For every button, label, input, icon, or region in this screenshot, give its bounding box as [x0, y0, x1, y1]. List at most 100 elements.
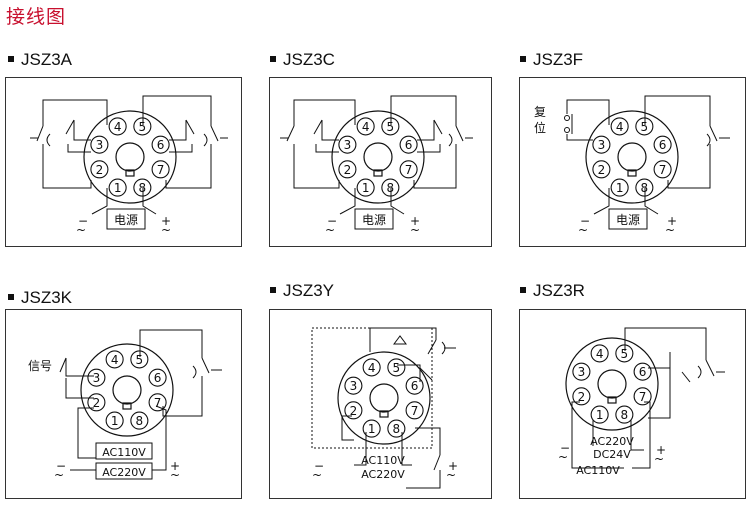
pin-circle	[633, 362, 652, 381]
pin-number: 3	[93, 371, 101, 385]
pin-circle	[344, 401, 363, 420]
pin-number: 1	[616, 181, 624, 195]
pin-circle	[592, 160, 611, 179]
plus-symbol: +	[410, 214, 420, 228]
pin-number: 7	[157, 163, 165, 177]
pin-number: 4	[111, 353, 119, 367]
ac-symbol: ~	[578, 223, 588, 237]
socket	[83, 110, 177, 204]
pin-circle	[399, 160, 418, 179]
pin-circle	[381, 117, 400, 136]
voltage-label: AC110V	[576, 464, 620, 477]
pin-number: 2	[96, 163, 104, 177]
panel-title-jsz3f: JSZ3F	[520, 50, 583, 70]
pin-number: 4	[114, 120, 122, 134]
plus-symbol: +	[161, 214, 171, 228]
pin-number: 5	[641, 120, 649, 134]
pin-circle	[572, 387, 591, 406]
pin-circle	[387, 419, 406, 438]
pin-number: 8	[393, 422, 401, 436]
panel-title-jsz3k: JSZ3K	[8, 288, 72, 308]
pin-circle	[130, 411, 149, 430]
ac-symbol: ~	[161, 223, 171, 237]
ac-symbol: ~	[54, 468, 64, 482]
pin-circle	[90, 135, 109, 154]
plus-symbol: +	[170, 459, 180, 473]
supply-label: 电源	[362, 213, 386, 227]
pin-number: 2	[598, 163, 606, 177]
page-title: 接线图	[6, 6, 67, 28]
pin-number: 5	[387, 120, 395, 134]
pin-circle	[148, 368, 167, 387]
bullet-square-icon	[8, 56, 14, 62]
pin-circle	[90, 160, 109, 179]
bullet-square-icon	[8, 294, 14, 300]
pin-circle	[572, 362, 591, 381]
pin-number: 6	[154, 371, 162, 385]
ac-symbol: ~	[325, 223, 335, 237]
pin-number: 4	[362, 120, 370, 134]
pin-number: 3	[96, 138, 104, 152]
panel-name: JSZ3Y	[283, 281, 335, 300]
pin-circle	[592, 135, 611, 154]
minus-symbol: −	[56, 459, 66, 473]
panel-title-jsz3a: JSZ3A	[8, 50, 72, 70]
pin-number: 1	[114, 181, 122, 195]
pin-number: 2	[93, 396, 101, 410]
signal-label: 信号	[28, 359, 52, 373]
pin-number: 3	[598, 138, 606, 152]
pin-number: 8	[139, 181, 147, 195]
pin-number: 1	[362, 181, 370, 195]
voltage-label: AC220V	[102, 466, 146, 479]
voltage-label: AC110V	[102, 446, 146, 459]
pin-number: 2	[350, 404, 358, 418]
pin-circle	[362, 358, 381, 377]
pin-number: 7	[639, 390, 647, 404]
pin-circle	[405, 401, 424, 420]
panel-name: JSZ3F	[533, 50, 584, 69]
plus-symbol: +	[448, 459, 458, 473]
pin-circle	[105, 350, 124, 369]
pin-number: 2	[578, 390, 586, 404]
pin-number: 6	[659, 138, 667, 152]
pin-circle	[615, 344, 634, 363]
pin-circle	[338, 135, 357, 154]
ac-symbol: ~	[76, 223, 86, 237]
ac-symbol: ~	[170, 468, 180, 482]
reset-label-char2: 位	[534, 120, 546, 135]
pin-circle	[399, 135, 418, 154]
pin-number: 6	[639, 365, 647, 379]
pin-number: 1	[368, 422, 376, 436]
pin-circle	[635, 178, 654, 197]
panel-title-jsz3r: JSZ3R	[520, 281, 585, 301]
ac-symbol: ~	[446, 468, 456, 482]
pin-number: 5	[136, 353, 144, 367]
pin-number: 1	[596, 408, 604, 422]
ac-symbol: ~	[665, 223, 675, 237]
pin-circle	[108, 117, 127, 136]
panel-name: JSZ3C	[283, 50, 335, 69]
bullet-square-icon	[520, 287, 526, 293]
pin-number: 5	[139, 120, 147, 134]
pin-number: 8	[136, 414, 144, 428]
pin-circle	[356, 117, 375, 136]
pin-circle	[653, 135, 672, 154]
pin-circle	[130, 350, 149, 369]
pin-number: 7	[405, 163, 413, 177]
pin-number: 1	[111, 414, 119, 428]
pin-number: 8	[641, 181, 649, 195]
panel-title-jsz3y: JSZ3Y	[270, 281, 334, 301]
minus-symbol: −	[327, 214, 337, 228]
pin-circle	[108, 178, 127, 197]
pin-number: 3	[344, 138, 352, 152]
pin-circle	[87, 368, 106, 387]
